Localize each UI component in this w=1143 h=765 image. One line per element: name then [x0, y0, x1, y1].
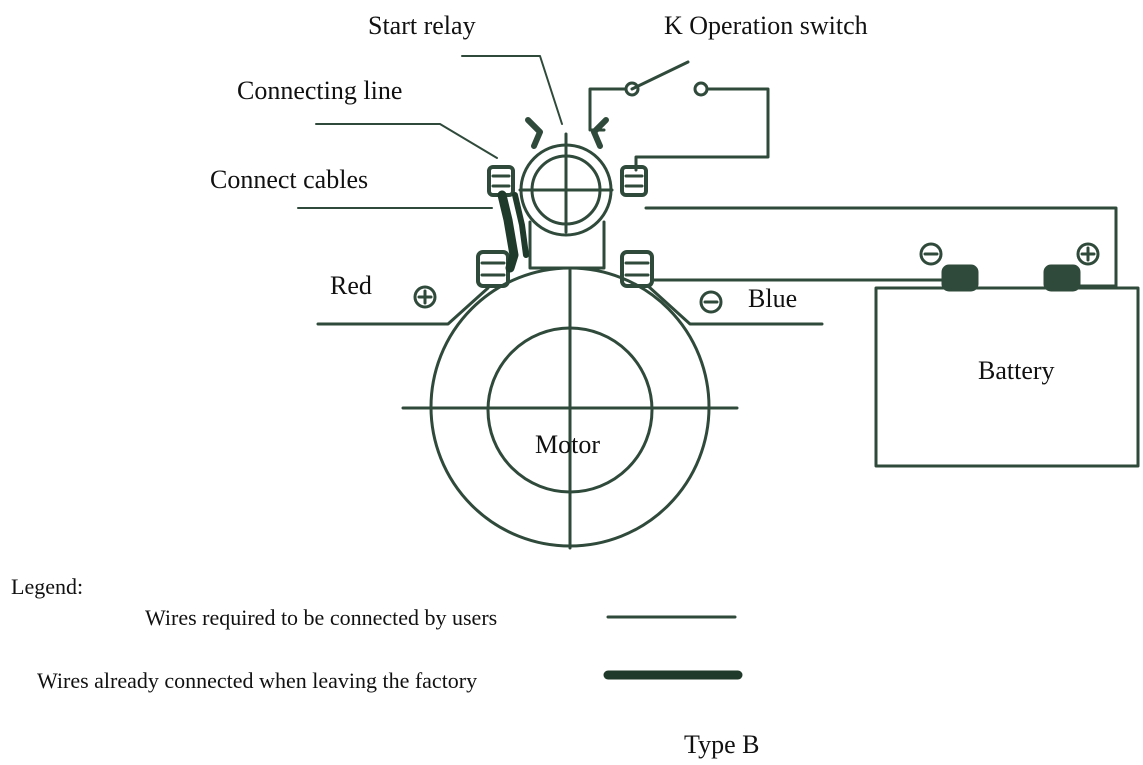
switch-wire-left	[588, 87, 628, 132]
red-wire-label: Red	[330, 271, 372, 300]
switch-contact-right	[693, 81, 709, 97]
operation-switch-label: K Operation switch	[664, 11, 868, 40]
blue-wire-label: Blue	[748, 284, 798, 313]
start-relay-label: Start relay	[368, 11, 476, 40]
battery	[874, 242, 1140, 468]
legend-title: Legend:	[11, 574, 84, 599]
battery-negative-post	[941, 264, 979, 292]
start-relay-left-lug	[525, 117, 543, 149]
motor-label: Motor	[535, 430, 600, 459]
blue-negative-mark	[699, 290, 723, 314]
wire-relay-to-battery-positive	[644, 206, 1118, 288]
leader-connecting-line	[315, 123, 498, 159]
connecting-line-label: Connecting line	[237, 76, 403, 105]
user-wire-red	[316, 286, 490, 326]
factory-connect-cable	[497, 190, 519, 273]
wire-motor-to-battery-negative	[650, 278, 962, 288]
battery-negative-mark	[919, 242, 943, 266]
connect-cables-label: Connect cables	[210, 165, 369, 194]
relay-right-terminal	[620, 165, 648, 197]
diagram-caption: Type B	[684, 730, 760, 759]
motor-left-terminal	[476, 250, 510, 288]
battery-body	[874, 286, 1140, 468]
motor-right-terminal	[620, 250, 654, 288]
factory-connect-cable-2	[512, 192, 529, 258]
legend-factory-wires-label: Wires already connected when leaving the…	[37, 668, 478, 693]
start-relay-mount	[528, 220, 606, 270]
battery-positive-mark	[1076, 242, 1100, 266]
switch-wire-right	[634, 87, 770, 172]
leader-start-relay	[461, 55, 563, 125]
start-relay-right-lug	[591, 117, 609, 149]
legend-user-wires-label: Wires required to be connected by users	[145, 605, 498, 630]
switch-blade	[630, 60, 690, 91]
operation-switch	[588, 60, 770, 172]
user-wire-blue	[646, 284, 824, 326]
start-relay	[518, 117, 614, 270]
red-positive-mark	[413, 285, 437, 309]
motor	[401, 266, 739, 550]
battery-positive-post	[1043, 264, 1081, 292]
battery-label: Battery	[978, 356, 1055, 385]
